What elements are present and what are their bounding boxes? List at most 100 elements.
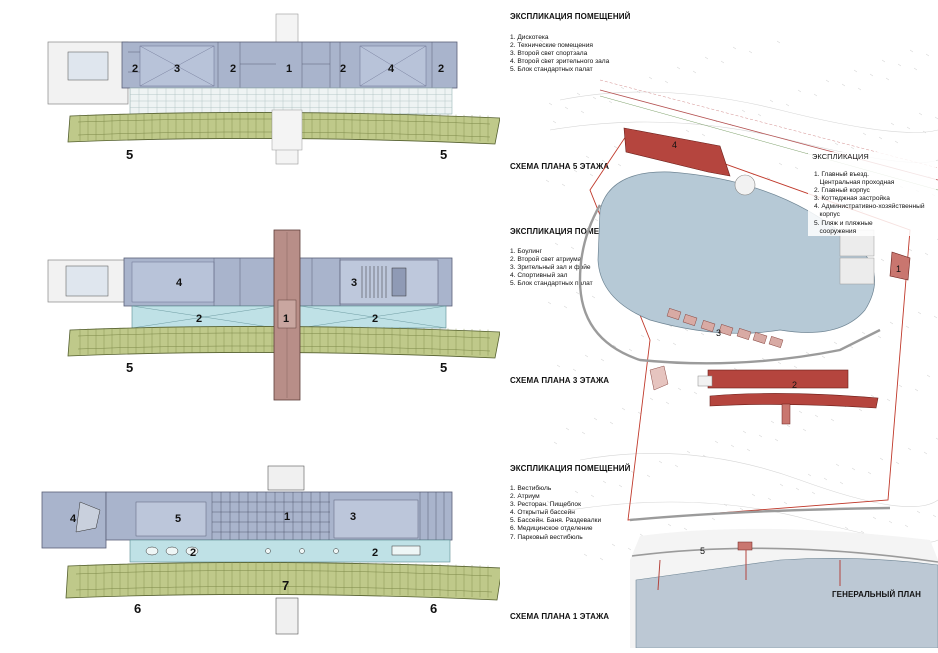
- drawing-detail: [917, 311, 922, 315]
- drawing-detail: [766, 176, 771, 180]
- drawing-detail: [563, 305, 568, 309]
- drawing-detail: [730, 444, 735, 448]
- drawing-detail: [656, 338, 661, 342]
- drawing-detail: [736, 328, 752, 340]
- drawing-detail: [700, 320, 716, 332]
- floor3-plan: 4 3 2 1 2 5 5: [40, 226, 501, 406]
- drawing-detail: [833, 341, 838, 345]
- legend-item: 5. Блок стандартных палат: [510, 280, 593, 288]
- drawing-detail: [768, 336, 784, 348]
- drawing-detail: [878, 136, 883, 140]
- drawing-detail: [592, 96, 597, 100]
- drawing-detail: [571, 47, 576, 51]
- drawing-detail: [585, 155, 590, 159]
- drawing-detail: [841, 83, 846, 87]
- drawing-detail: [779, 483, 784, 487]
- legend-item: 5. Пляж и пляжные: [814, 219, 873, 227]
- drawing-detail: [857, 87, 862, 91]
- drawing-detail: [601, 159, 606, 163]
- drawing-detail: [582, 232, 587, 236]
- drawing-detail: [918, 112, 923, 116]
- drawing-detail: [553, 441, 558, 445]
- drawing-detail: [677, 387, 682, 391]
- drawing-detail: [590, 494, 595, 498]
- floor3-label: 4: [176, 277, 183, 289]
- floor1-label: 6: [430, 601, 437, 616]
- drawing-detail: [933, 315, 938, 319]
- drawing-detail: [834, 142, 839, 146]
- drawing-detail: [733, 367, 738, 371]
- drawing-detail: [620, 86, 625, 90]
- drawing-detail: [914, 388, 919, 392]
- drawing-detail: [839, 481, 844, 485]
- drawing-detail: [798, 410, 803, 414]
- site-legend: 1. Главный въезд. Центральная проходная …: [814, 171, 936, 236]
- site-plan-drawing: 1 2 3 4 5: [539, 39, 938, 649]
- floor5-plan: 2 3 2 1 2 4 2 5 5: [40, 12, 501, 172]
- drawing-detail: [649, 397, 654, 401]
- drawing-detail: [907, 447, 912, 451]
- drawing-detail: [926, 374, 931, 378]
- drawing-detail: [701, 133, 706, 137]
- drawing-detail: [881, 59, 886, 63]
- drawing-detail: [853, 69, 858, 73]
- drawing-detail: [923, 451, 928, 455]
- drawing-detail: [711, 517, 716, 521]
- drawing-detail: [924, 252, 929, 256]
- drawing-detail: [794, 166, 799, 170]
- drawing-detail: [165, 546, 179, 556]
- drawing-detail: [872, 516, 877, 520]
- drawing-detail: [797, 89, 802, 93]
- drawing-detail: [580, 110, 585, 114]
- drawing-detail: [869, 73, 874, 77]
- floor1-drawing: 4 5 1 3 2 2 7 6 6: [41, 465, 503, 635]
- legend-item: 4. Спортивный зал: [510, 272, 568, 280]
- site-legend-title: ЭКСПЛИКАЦИЯ: [812, 152, 869, 161]
- site-plan: 1 2 3 4 5: [539, 39, 938, 649]
- site-label: 4: [672, 140, 677, 150]
- drawing-detail: [583, 553, 588, 557]
- legend-item: 7. Парковый вестибюль: [510, 533, 583, 541]
- drawing-detail: [886, 398, 891, 402]
- legend-item: 3. Ресторан. Пищеблок: [510, 501, 581, 509]
- drawing-detail: [683, 527, 688, 531]
- drawing-detail: [897, 63, 902, 67]
- drawing-detail: [573, 169, 578, 173]
- legend-item: 5. Бассейн. Баня. Раздевалки: [510, 517, 602, 525]
- floor1-label: 2: [372, 547, 378, 559]
- floor3-legend: 1. Боулинг 2. Второй свет атриума 3. Зри…: [510, 248, 593, 288]
- floor5-label: 2: [340, 63, 346, 75]
- floor1-label: 6: [134, 601, 141, 616]
- floor5-label: 2: [230, 63, 236, 75]
- drawing-detail: [637, 411, 642, 415]
- drawing-detail: [612, 344, 617, 348]
- drawing-detail: [672, 342, 677, 346]
- legend-item: 2. Второй свет атриума: [510, 256, 582, 264]
- floor3-label: 5: [440, 360, 447, 375]
- drawing-detail: [870, 394, 875, 398]
- drawing-detail: [814, 414, 819, 418]
- drawing-detail: [589, 173, 594, 177]
- drawing-detail: [185, 546, 199, 556]
- drawing-detail: [811, 491, 816, 495]
- drawing-detail: [714, 440, 719, 444]
- drawing-detail: [823, 477, 828, 481]
- drawing-detail: [898, 384, 903, 388]
- floor5-label: 1: [286, 63, 292, 75]
- legend-item: 3. Коттеджная застройка: [814, 195, 890, 203]
- legend-item: 4. Административно-хозяйственный: [814, 203, 925, 211]
- drawing-detail: [617, 163, 622, 167]
- drawing-detail: [581, 431, 586, 435]
- drawing-detail: [700, 332, 705, 336]
- drawing-detail: [546, 500, 551, 504]
- floor3-label: 3: [351, 277, 357, 289]
- drawing-detail: [805, 351, 810, 355]
- site-legend-box: ЭКСПЛИКАЦИЯ 1. Главный въезд. Центральна…: [808, 152, 936, 236]
- drawing-detail: [391, 545, 421, 556]
- drawing-detail: [889, 321, 894, 325]
- site-title: ГЕНЕРАЛЬНЫЙ ПЛАН: [832, 590, 921, 599]
- drawing-detail: [802, 428, 807, 432]
- floor5-legend-title: ЭКСПЛИКАЦИЯ ПОМЕЩЕНИЙ: [510, 12, 631, 21]
- drawing-detail: [813, 93, 818, 97]
- drawing-detail: [613, 145, 618, 149]
